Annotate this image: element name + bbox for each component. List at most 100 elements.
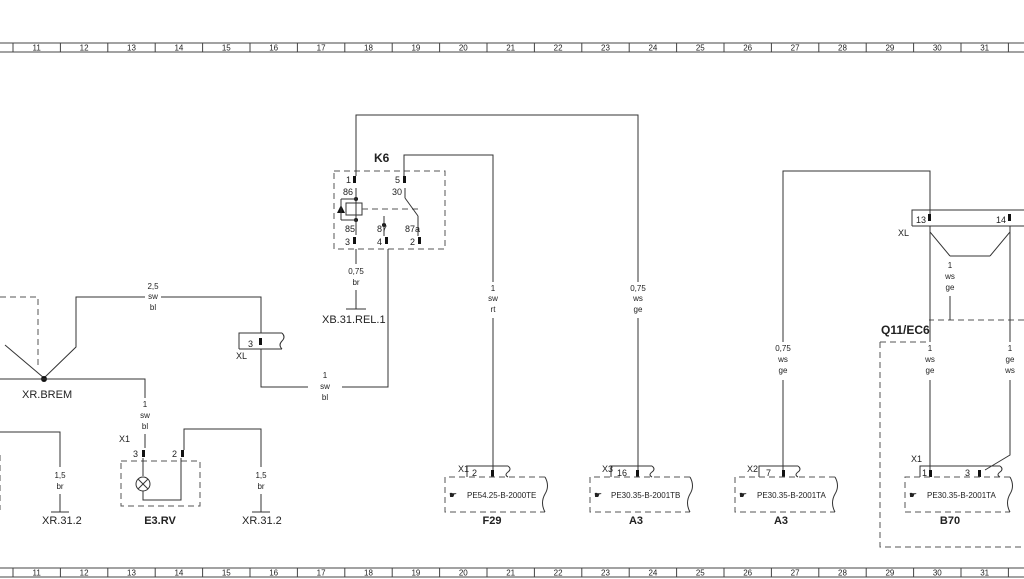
pin-label: 1: [922, 468, 927, 478]
wire-label: 1: [1008, 344, 1013, 353]
grid-column-label: 26: [743, 44, 752, 53]
pin-label: 2: [172, 449, 177, 459]
relay-pin-label: 5: [395, 175, 400, 185]
grid-column-label: 19: [411, 44, 420, 53]
part-number[interactable]: PE30.35-B-2001TA: [757, 491, 826, 500]
junction-label: XR.BREM: [22, 389, 72, 401]
grid-column-label: 28: [838, 569, 847, 578]
wire-label: ge: [779, 366, 788, 375]
switch-box-q11: [879, 342, 1024, 548]
wire-label: br: [257, 482, 264, 491]
pin-marker: [418, 237, 421, 244]
part-number[interactable]: PE30.35-B-2001TB: [611, 491, 680, 500]
wire-label: sw: [320, 382, 330, 391]
relay-pin-label: 1: [346, 175, 351, 185]
pin-marker: [928, 214, 931, 221]
wire-label: ge: [634, 305, 643, 314]
connector-xl-right[interactable]: 13 14 XL: [898, 209, 1024, 238]
wire-label: ge: [926, 366, 935, 375]
grid-column-label: 13: [127, 569, 136, 578]
wire-label: 0,75: [630, 284, 646, 293]
connector-label: XL: [236, 351, 247, 361]
grid-column-label: 29: [885, 44, 894, 53]
connector-xl-left[interactable]: 3 XL: [236, 332, 285, 361]
relay-pin-label: 87a: [405, 224, 420, 234]
relay-pin-label: 85: [345, 224, 355, 234]
grid-column-label: 14: [174, 44, 183, 53]
grid-column-label: 14: [174, 569, 183, 578]
relay-k6[interactable]: K6 1 5 86 30 85 87 87a 3 4 2: [333, 151, 446, 250]
connector-label: X1: [458, 464, 469, 474]
grid-column-label: 24: [648, 569, 657, 578]
pin-marker: [636, 470, 639, 477]
lamp-box: [120, 460, 201, 507]
relay-contact: [404, 197, 419, 217]
module-f29[interactable]: X1 2 ☛ PE54.25-B-2000TE F29: [444, 464, 548, 527]
wire-label: 0,75: [775, 344, 791, 353]
grid-column-label: 15: [222, 569, 231, 578]
wire-label: 0,75: [348, 267, 364, 276]
grid-column-label: 15: [222, 44, 231, 53]
lamp-e3-rv[interactable]: X1 3 2 E3.RV: [119, 434, 201, 527]
part-number[interactable]: PE30.35-B-2001TA: [927, 491, 996, 500]
component-label: E3.RV: [144, 515, 176, 527]
component-label: A3: [629, 515, 643, 527]
grid-column-label: 30: [933, 44, 942, 53]
component-label: A3: [774, 515, 788, 527]
grid-column-label: 21: [506, 44, 515, 53]
wire-label: sw: [148, 292, 158, 301]
wire-label: 1: [928, 344, 933, 353]
relay-name: K6: [374, 151, 390, 165]
grid-column-label: 23: [601, 569, 610, 578]
ground-label: XR.31.2: [42, 515, 82, 527]
relay-k6-box: [333, 170, 446, 250]
left-dashed-box: [0, 296, 39, 368]
component-label: B70: [940, 515, 960, 527]
wire-relay-to-f29: [403, 154, 494, 282]
connector-label: X3: [602, 464, 613, 474]
pin-marker: [259, 338, 262, 345]
doc-ref-icon[interactable]: ☛: [739, 490, 747, 500]
wire-label: sw: [140, 411, 150, 420]
module-a3-tb[interactable]: X3 16 ☛ PE30.35-B-2001TB A3: [589, 464, 693, 527]
module-a3-ta[interactable]: X2 7 ☛ PE30.35-B-2001TA A3: [734, 464, 838, 527]
grid-column-label: 20: [459, 569, 468, 578]
grid-column-label: 16: [269, 569, 278, 578]
relay-pin-label: 2: [410, 237, 415, 247]
connector-label: X1: [119, 434, 130, 444]
wire-label: bl: [142, 422, 148, 431]
relay-pin-label: 3: [345, 237, 350, 247]
part-number[interactable]: PE54.25-B-2000TE: [467, 491, 536, 500]
wire-label: ws: [1004, 366, 1015, 375]
connector-label: X2: [747, 464, 758, 474]
wire-label: 1: [491, 284, 496, 293]
grid-column-label: 18: [364, 44, 373, 53]
pin-label: 3: [133, 449, 138, 459]
pin-marker: [1008, 214, 1011, 221]
pin-label: 16: [617, 468, 627, 478]
ground-label: XR.31.2: [242, 515, 282, 527]
wire-label: bl: [150, 303, 156, 312]
module-b70[interactable]: X1 1 3 ☛ PE30.35-B-2001TA B70: [904, 454, 1013, 527]
wire-label: rt: [491, 305, 497, 314]
grid-column-label: 29: [885, 569, 894, 578]
pin-marker: [181, 450, 184, 457]
pin-label: 14: [996, 215, 1006, 225]
grid-column-label: 18: [364, 569, 373, 578]
wire-label: ge: [946, 283, 955, 292]
relay-coil: [345, 202, 363, 216]
pin-marker: [385, 237, 388, 244]
connector-label: X1: [911, 454, 922, 464]
pin-label: 7: [766, 468, 771, 478]
wire-label: br: [352, 278, 359, 287]
doc-ref-icon[interactable]: ☛: [594, 490, 602, 500]
doc-ref-icon[interactable]: ☛: [449, 490, 457, 500]
wire-label: ws: [777, 355, 788, 364]
pin-marker: [491, 470, 494, 477]
relay-pin-label: 87: [377, 224, 387, 234]
pin-label: 2: [472, 468, 477, 478]
grid-column-label: 21: [506, 569, 515, 578]
doc-ref-icon[interactable]: ☛: [909, 490, 917, 500]
